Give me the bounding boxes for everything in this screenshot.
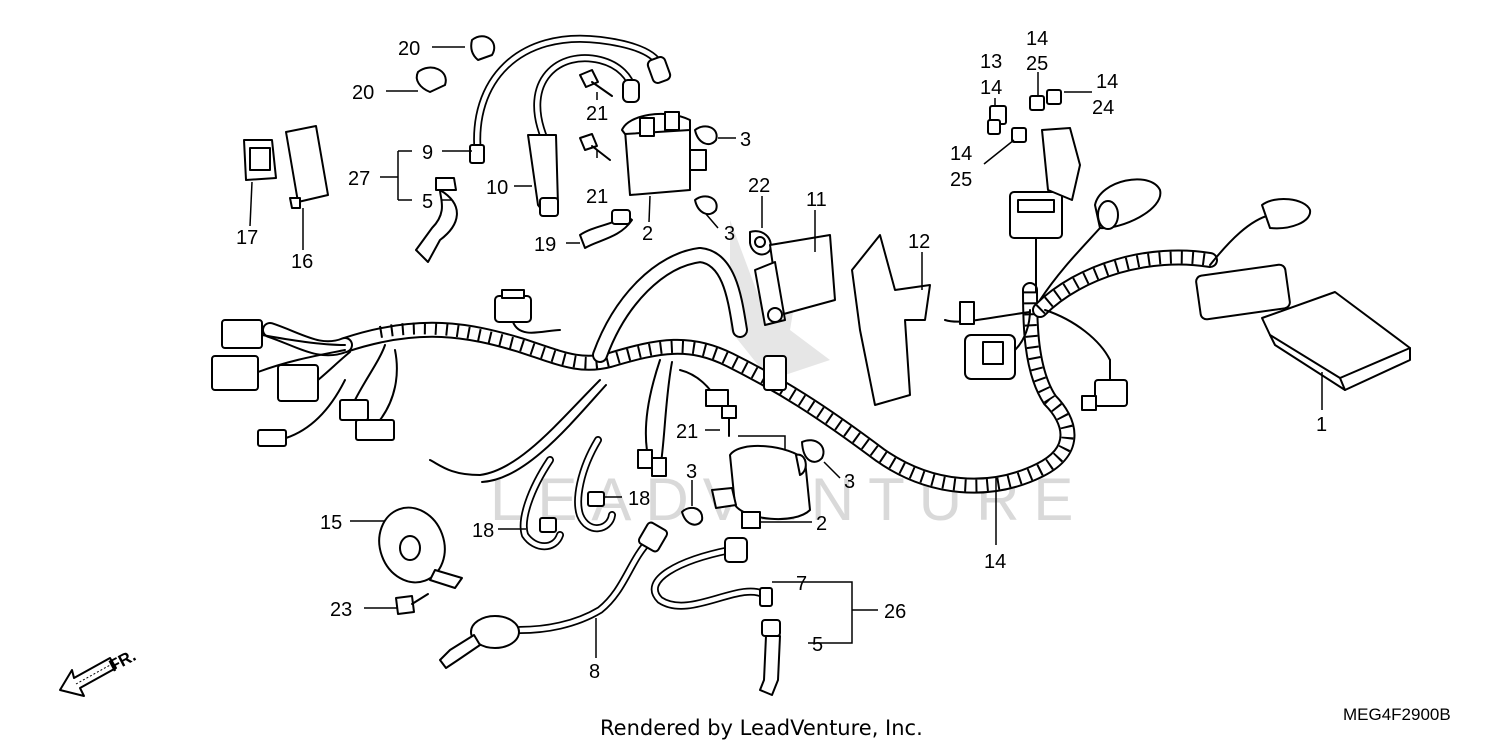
- washers-3-and-nut-22: [681, 125, 825, 526]
- diagram-code: MEG4F2900B: [1343, 705, 1451, 724]
- bracket-12: [851, 234, 931, 406]
- callout-14-harness: 14: [984, 551, 1006, 573]
- callout-14-fuse-a: 14: [980, 77, 1002, 99]
- callout-10: 10: [486, 177, 508, 199]
- footer-credit: Rendered by LeadVenture, Inc.: [600, 716, 923, 740]
- callout-14-fuse-c: 14: [1096, 71, 1118, 93]
- callout-3-second: 3: [724, 223, 735, 245]
- callout-2-lower: 2: [816, 513, 827, 535]
- bands-18: [519, 436, 616, 551]
- main-wire-harness: [211, 127, 1312, 494]
- callout-19: 19: [534, 234, 556, 256]
- bolts-21: [579, 69, 737, 437]
- callout-18-right: 18: [628, 488, 650, 510]
- callout-5-upper: 5: [422, 191, 433, 213]
- callout-9: 9: [422, 142, 433, 164]
- starter-relay-lower: [711, 444, 811, 529]
- callout-12: 12: [908, 231, 930, 253]
- clamp-19: [579, 209, 633, 249]
- callout-22: 22: [748, 175, 770, 197]
- callout-27: 27: [348, 168, 370, 190]
- callout-15: 15: [320, 512, 342, 534]
- high-tension-cords: [415, 34, 781, 696]
- callout-3-third: 3: [686, 461, 697, 483]
- ecu-1: [1261, 291, 1411, 391]
- callout-20-upper: 20: [398, 38, 420, 60]
- leader-lines: [249, 46, 1323, 658]
- bolt-23: [395, 593, 429, 615]
- callout-3-fourth: 3: [844, 471, 855, 493]
- callout-11: 11: [806, 189, 827, 211]
- callout-21-middle: 21: [586, 186, 608, 208]
- callout-18-left: 18: [472, 520, 494, 542]
- callout-3-upper: 3: [740, 129, 751, 151]
- ignition-coil-upper: [621, 111, 707, 196]
- callout-14-fuse-b: 14: [1026, 28, 1048, 50]
- regulator-11: [754, 234, 836, 326]
- callout-21-upper: 21: [586, 103, 608, 125]
- relay-and-connector: [243, 125, 329, 209]
- callout-20-lower: 20: [352, 82, 374, 104]
- callout-25-upper: 25: [1026, 53, 1048, 75]
- fuses: [987, 89, 1062, 143]
- callout-21-lower: 21: [676, 421, 698, 443]
- callout-17: 17: [236, 227, 258, 249]
- callout-labels: 20 20 9 27 5 10 17 16 21 21 3 3 2 19 22 …: [236, 28, 1327, 683]
- callout-24: 24: [1092, 97, 1114, 119]
- callout-2-upper: 2: [642, 223, 653, 245]
- callout-16: 16: [291, 251, 313, 273]
- callout-26: 26: [884, 601, 906, 623]
- front-direction-arrow: FR.: [59, 646, 139, 697]
- callout-23: 23: [330, 599, 352, 621]
- clamps-20: [415, 35, 496, 93]
- callout-14-fuse-d: 14: [950, 143, 972, 165]
- callout-8: 8: [589, 661, 600, 683]
- callout-7: 7: [796, 573, 807, 595]
- callout-5-lower: 5: [812, 634, 823, 656]
- callout-13: 13: [980, 51, 1002, 73]
- callout-1: 1: [1316, 414, 1327, 436]
- horn-15: [378, 506, 463, 589]
- callout-25-lower: 25: [950, 169, 972, 191]
